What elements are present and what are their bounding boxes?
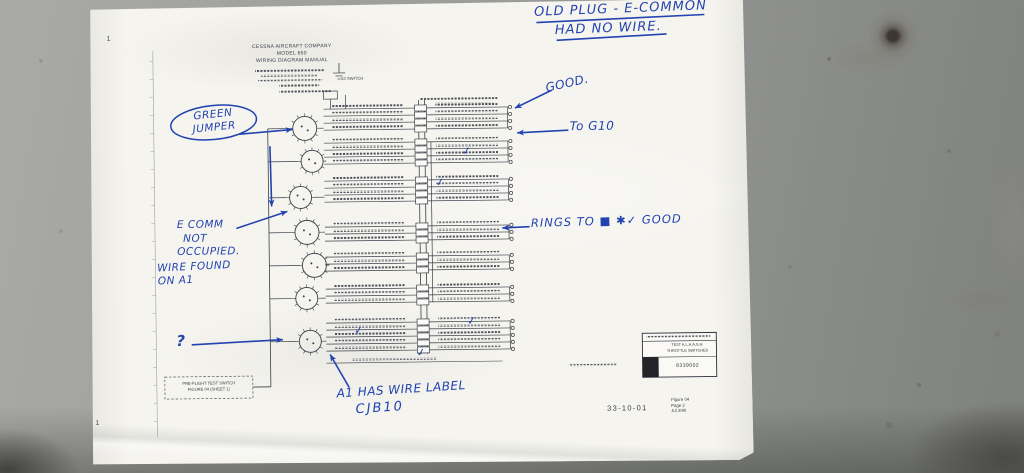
ink-checkmark: ✓	[461, 143, 473, 159]
page-marker-top: 1	[106, 35, 111, 43]
note-e-comm-line1: E COMM	[176, 218, 224, 231]
note-e-comm: E COMM NOT OCCUPIED.	[177, 218, 240, 259]
title-block-part-number: 8339002	[676, 362, 700, 369]
note-question-mark: ?	[176, 331, 186, 350]
note-old-plug: OLD PLUG - E-COMMON HAD NO WIRE.	[534, 0, 708, 39]
page-marker-bottom: 1	[95, 419, 100, 427]
figure-info: Figure 04 Page 2 Jul 3/90	[671, 397, 689, 414]
ink-checkmark: ✓	[415, 345, 427, 360]
note-e-comm-line2: NOT	[182, 232, 208, 245]
preflight-caption-line2: FIGURE 04 (SHEET 1)	[187, 385, 230, 392]
document-header: CESSNA AIRCRAFT COMPANY MODEL 650 WIRING…	[237, 43, 347, 65]
ink-checkmark: ✓	[434, 175, 446, 190]
wiring-diagram	[86, 0, 754, 468]
title-block-text: TEST A,L,H,A,S,H. THROTTLE SWITCHES	[658, 342, 716, 354]
switch-label: 53 SWITCH	[341, 75, 364, 81]
figure-number: Figure 04	[671, 396, 690, 402]
manual-title: WIRING DIAGRAM MANUAL	[255, 57, 328, 64]
manual-page: CESSNA AIRCRAFT COMPANY MODEL 650 WIRING…	[86, 0, 754, 468]
title-block-line2: THROTTLE SWITCHES	[666, 348, 709, 353]
ink-checkmark: ✓	[466, 313, 478, 328]
ink-checkmark: ✓	[353, 323, 365, 338]
preflight-caption: PRE-FLIGHT TEST SWITCH FIGURE 04 (SHEET …	[165, 380, 253, 392]
concrete-stains	[0, 0, 2, 2]
ata-chapter-code: 33-10-01	[607, 403, 648, 413]
note-wire-found: WIRE FOUND ON A1	[157, 259, 232, 288]
note-to-g10: To G10	[569, 118, 615, 134]
revision-date: Jul 3/90	[671, 407, 687, 414]
note-old-plug-line1: OLD PLUG - E-COMMON	[533, 0, 708, 20]
note-e-comm-line3: OCCUPIED.	[177, 245, 240, 258]
